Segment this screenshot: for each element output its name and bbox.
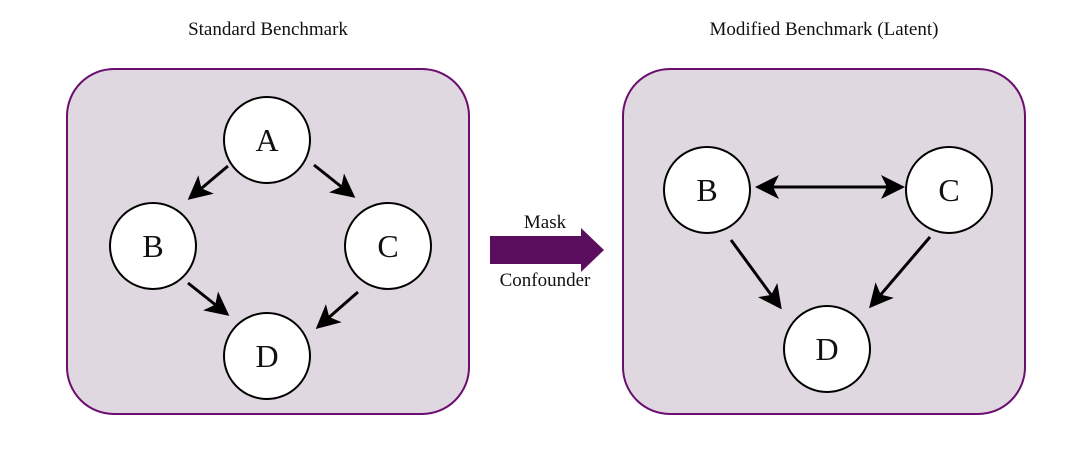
node-d: D xyxy=(223,312,311,400)
node-c: C xyxy=(344,202,432,290)
node-a: A xyxy=(223,96,311,184)
transform-arrow xyxy=(490,228,604,272)
modified-benchmark-title: Modified Benchmark (Latent) xyxy=(709,19,939,40)
node-c-latent: C xyxy=(905,146,993,234)
node-b: B xyxy=(109,202,197,290)
confounder-label: Confounder xyxy=(499,270,591,291)
node-b-latent: B xyxy=(663,146,751,234)
mask-label: Mask xyxy=(523,212,567,233)
node-d-latent: D xyxy=(783,305,871,393)
standard-benchmark-title: Standard Benchmark xyxy=(188,19,348,40)
